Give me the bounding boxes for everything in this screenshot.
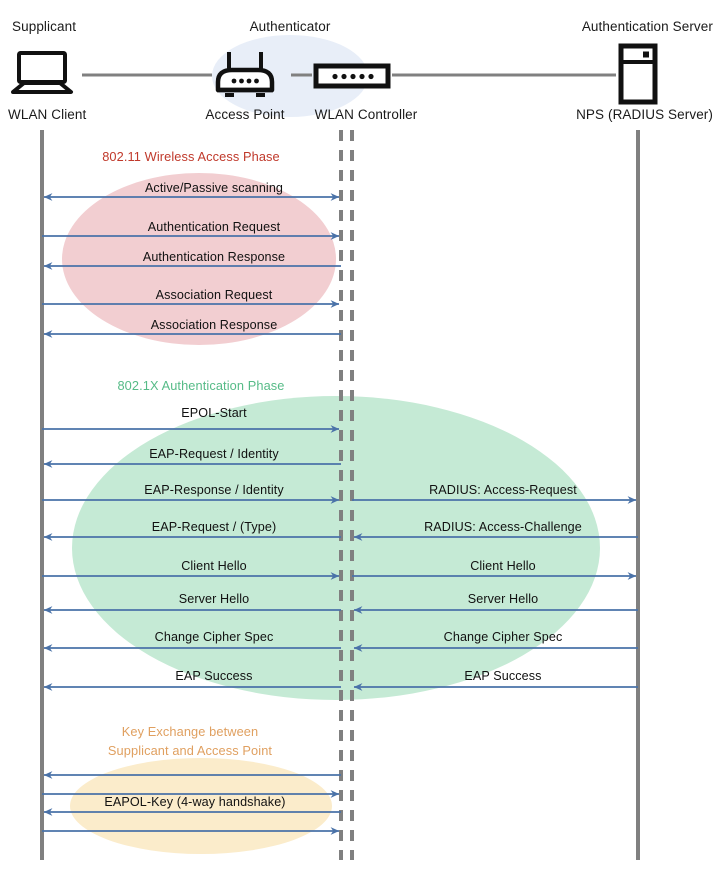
msg-label-authentication-request: Authentication Request (147, 220, 281, 234)
msg-label-association-response: Association Response (150, 318, 278, 332)
msg-label-association-request: Association Request (155, 288, 273, 302)
msg-label-client-hello-left: Client Hello (181, 559, 247, 573)
msg-label-eap-success-right: EAP Success (464, 669, 542, 683)
phase-802-11-ellipse (62, 173, 336, 345)
msg-label-radius-access-request: RADIUS: Access-Request (429, 483, 577, 497)
actor-role-authentication-server: Authentication Server (581, 19, 713, 34)
msg-label-change-cipher-spec-left: Change Cipher Spec (154, 630, 274, 644)
msg-label-server-hello-right: Server Hello (467, 592, 539, 606)
actor-device-nps-radius-server: NPS (RADIUS Server) (576, 107, 713, 122)
phase-label-key-exchange-line2: Supplicant and Access Point (107, 743, 273, 758)
msg-label-client-hello-right: Client Hello (470, 559, 536, 573)
phase-label-802-11: 802.11 Wireless Access Phase (102, 149, 280, 164)
authenticator-group-ellipse (212, 35, 368, 117)
phase-key-exchange-ellipse (70, 758, 332, 854)
actor-device-access-point: Access Point (205, 107, 285, 122)
phase-label-key-exchange-line1: Key Exchange between (121, 724, 259, 739)
access-point-icon (212, 48, 278, 98)
actor-device-wlan-controller: WLAN Controller (314, 107, 418, 122)
server-icon (617, 43, 659, 105)
msg-label-server-hello-left: Server Hello (178, 592, 250, 606)
msg-label-eap-request-identity: EAP-Request / Identity (149, 447, 279, 461)
laptop-icon (10, 50, 74, 96)
actor-role-authenticator: Authenticator (249, 19, 331, 34)
phase-label-key-exchange: Key Exchange between Supplicant and Acce… (90, 722, 290, 760)
msg-label-authentication-response: Authentication Response (142, 250, 286, 264)
actor-role-supplicant: Supplicant (12, 19, 77, 34)
msg-label-radius-access-challenge: RADIUS: Access-Challenge (424, 520, 582, 534)
msg-label-eap-request-type: EAP-Request / (Type) (151, 520, 277, 534)
wlan-controller-icon (313, 62, 391, 90)
msg-label-epol-start: EPOL-Start (181, 406, 247, 420)
actor-device-wlan-client: WLAN Client (8, 107, 87, 122)
msg-label-active-passive-scanning: Active/Passive scanning (144, 181, 284, 195)
phase-802-1x-ellipse (72, 396, 600, 700)
phase-label-802-1x: 802.1X Authentication Phase (117, 378, 285, 393)
msg-label-eap-success-left: EAP Success (175, 669, 253, 683)
msg-label-change-cipher-spec-right: Change Cipher Spec (443, 630, 563, 644)
msg-label-eap-response-identity: EAP-Response / Identity (144, 483, 284, 497)
msg-label-eapol-key-handshake: EAPOL-Key (4-way handshake) (104, 795, 286, 809)
